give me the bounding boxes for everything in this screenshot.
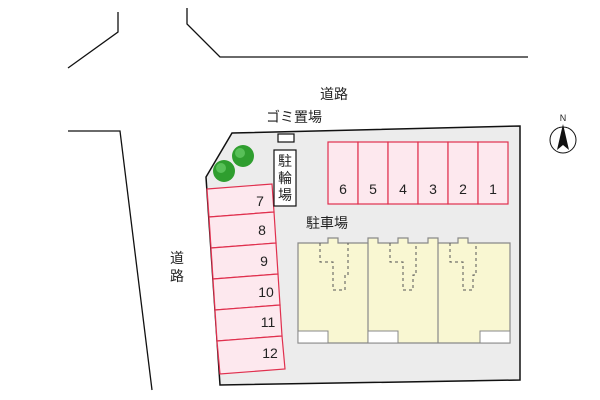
parking-lot-label: 駐車場 <box>306 215 348 231</box>
bicycle-parking-label-char-3: 場 <box>278 187 292 203</box>
parking-space-3 <box>417 141 449 205</box>
north-label: N <box>560 113 567 123</box>
bicycle-parking-label-char-2: 輪 <box>278 170 292 186</box>
road-lines <box>67 8 528 391</box>
road-label-left-char-2: 路 <box>170 268 184 284</box>
garbage-label: ゴミ置場 <box>266 109 322 125</box>
parking-space-8 <box>208 211 277 249</box>
space-number-11: 11 <box>261 314 276 330</box>
space-number-7: 7 <box>256 193 264 209</box>
garbage-area <box>277 133 295 143</box>
unit-3-entrance <box>479 330 511 344</box>
parking-space-6 <box>327 141 359 205</box>
space-number-2: 2 <box>459 181 467 197</box>
north-arrow-icon <box>557 124 569 150</box>
space-number-9: 9 <box>260 253 268 269</box>
bicycle-parking-area <box>273 149 297 207</box>
unit-1-entrance <box>297 330 329 344</box>
road-label-left-char-1: 道 <box>170 250 184 266</box>
trees <box>213 145 254 182</box>
space-number-3: 3 <box>429 181 437 197</box>
space-number-4: 4 <box>399 181 407 197</box>
unit-2-entrance <box>367 330 399 344</box>
space-number-6: 6 <box>339 181 347 197</box>
left-parking-row: 7 8 9 10 11 12 <box>206 183 286 375</box>
parking-space-4 <box>387 141 419 205</box>
road-label-top: 道路 <box>320 86 348 102</box>
road-edge-top-left <box>67 12 119 69</box>
top-parking-row: 6 5 4 3 2 1 <box>327 141 509 205</box>
tree-highlight <box>235 148 245 158</box>
apartment-building <box>297 237 511 344</box>
space-number-5: 5 <box>369 181 377 197</box>
space-number-8: 8 <box>258 222 266 238</box>
space-number-1: 1 <box>489 181 497 197</box>
bicycle-parking-label-char-1: 駐 <box>278 153 292 169</box>
tree-highlight <box>216 163 226 173</box>
road-edge-top-right <box>186 8 528 58</box>
parking-space-2 <box>447 141 479 205</box>
parking-space-9 <box>210 242 279 280</box>
space-number-12: 12 <box>262 345 278 361</box>
parking-space-12 <box>216 335 286 375</box>
parking-space-1 <box>477 141 509 205</box>
north-arrow: N <box>549 113 577 154</box>
road-edge-left <box>68 130 153 391</box>
parking-space-7 <box>206 183 275 218</box>
space-number-10: 10 <box>258 284 274 300</box>
interior-dashed-lines <box>319 243 477 291</box>
